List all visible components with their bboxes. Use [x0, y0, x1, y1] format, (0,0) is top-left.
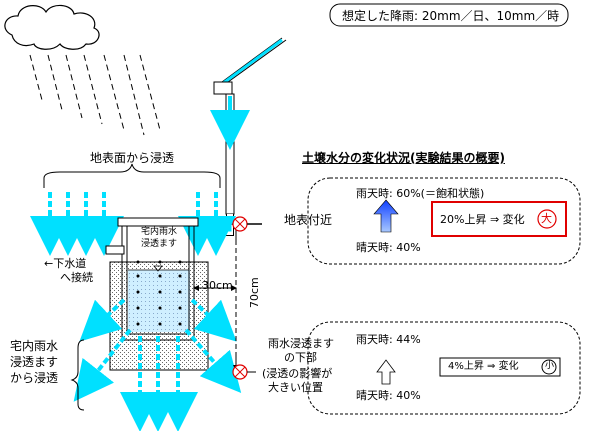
upper-rain-value: 雨天時: 60%(＝飽和状態) — [356, 187, 485, 200]
rain-condition-box — [329, 3, 569, 27]
result-panel-lower — [307, 321, 581, 415]
from-pit-line1: 宅内雨水 — [10, 339, 59, 353]
lower-rain-value: 雨天時: 44% — [356, 333, 421, 346]
depth-dimension-label: 70cm — [248, 277, 261, 308]
lower-location-line3: (浸透の影響が — [262, 367, 333, 380]
lower-location-line2: の下部 — [284, 351, 317, 364]
saturated-zone — [128, 270, 190, 332]
rain-condition-text: 想定した降雨: 20mm／日、10mm／時 — [342, 9, 560, 23]
sensor-upper-icon — [232, 216, 256, 232]
lower-change-mark: 小 — [545, 361, 555, 371]
infiltration-pit — [117, 217, 199, 341]
result-panel-upper — [307, 177, 581, 265]
increase-arrow-small-icon — [376, 359, 396, 385]
gutter-pipe — [210, 37, 287, 236]
surface-arrows — [30, 192, 236, 256]
upper-change-text: 20%上昇 ⇒ 変化 — [440, 213, 525, 226]
from-pit-line3: から浸透 — [10, 371, 59, 385]
change-box-lower — [439, 357, 561, 377]
sensor-lower-icon — [232, 364, 256, 380]
upper-change-mark: 大 — [541, 212, 552, 225]
results-title: 土壌水分の変化状況(実験結果の概要) — [302, 151, 505, 165]
pit-label-line2: 浸透ます — [140, 239, 177, 249]
rain-icon — [29, 54, 161, 136]
upper-fine-value: 晴天時: 40% — [356, 241, 421, 254]
lower-location-line4: 大きい位置 — [268, 381, 323, 394]
sewer-label-line2: へ接続 — [60, 271, 93, 284]
sewer-label-line1: ←下水道 — [44, 257, 87, 270]
lower-fine-value: 晴天時: 40% — [356, 389, 421, 402]
increase-arrow-large-icon — [373, 199, 399, 233]
sewer-pipe — [105, 245, 125, 255]
left-brace — [70, 339, 85, 411]
pit-arrows — [73, 298, 242, 431]
pit-label-line1: 宅内雨水 — [140, 227, 177, 237]
lower-change-text: 4%上昇 ⇒ 変化 — [448, 361, 519, 372]
cloud-icon — [4, 4, 100, 50]
surface-bracket — [43, 163, 221, 188]
upper-location-label: 地表付近 — [284, 213, 333, 227]
surface-infiltration-label: 地表面から浸透 — [90, 151, 175, 165]
lower-location-line1: 雨水浸透ます — [268, 337, 334, 350]
from-pit-line2: 浸透ます — [10, 355, 59, 369]
width-dimension-label: 30cm — [202, 279, 233, 292]
